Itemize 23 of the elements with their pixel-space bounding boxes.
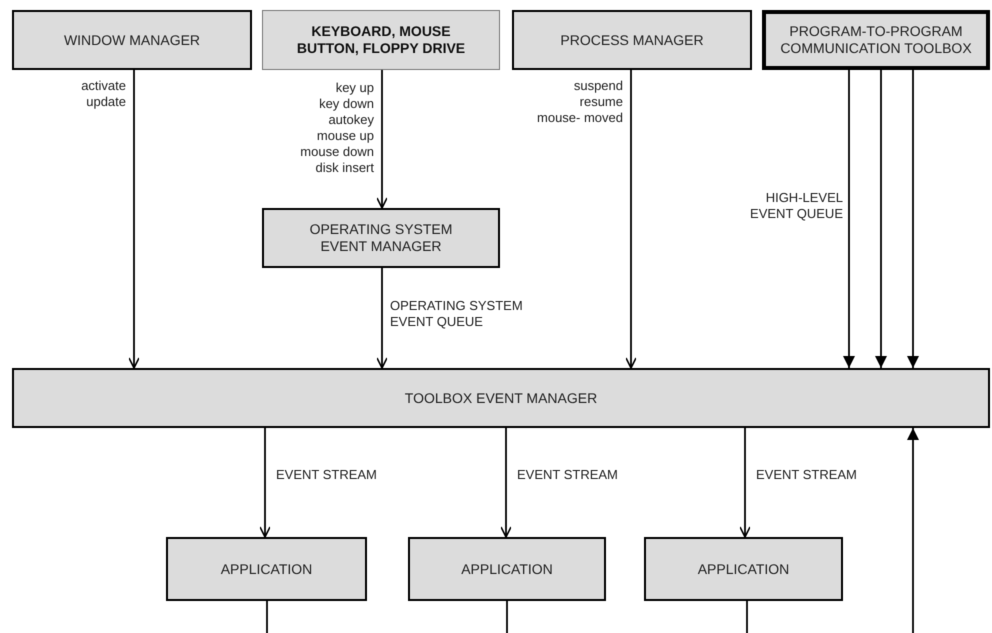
process-box: APPLICATION <box>644 537 843 601</box>
arrow <box>376 70 388 209</box>
arrow <box>739 428 751 538</box>
arrow <box>625 70 637 369</box>
arrow <box>128 70 140 369</box>
arrow <box>843 70 855 368</box>
process-box: TOOLBOX EVENT MANAGER <box>12 368 990 428</box>
arrow <box>500 428 512 538</box>
connector-line <box>266 601 268 633</box>
connector-line <box>506 601 508 633</box>
arrow <box>907 428 919 633</box>
process-box: PROCESS MANAGER <box>512 10 752 70</box>
process-box: APPLICATION <box>166 537 367 601</box>
process-box: WINDOW MANAGER <box>12 10 252 70</box>
process-box: KEYBOARD, MOUSE BUTTON, FLOPPY DRIVE <box>262 10 500 70</box>
connector-line <box>746 601 748 633</box>
arrow <box>259 428 271 538</box>
process-box: APPLICATION <box>408 537 606 601</box>
arrow <box>907 70 919 368</box>
arrow <box>376 268 388 369</box>
process-box: OPERATING SYSTEM EVENT MANAGER <box>262 208 500 268</box>
process-box: PROGRAM-TO-PROGRAM COMMUNICATION TOOLBOX <box>762 10 990 70</box>
arrow <box>875 70 887 368</box>
